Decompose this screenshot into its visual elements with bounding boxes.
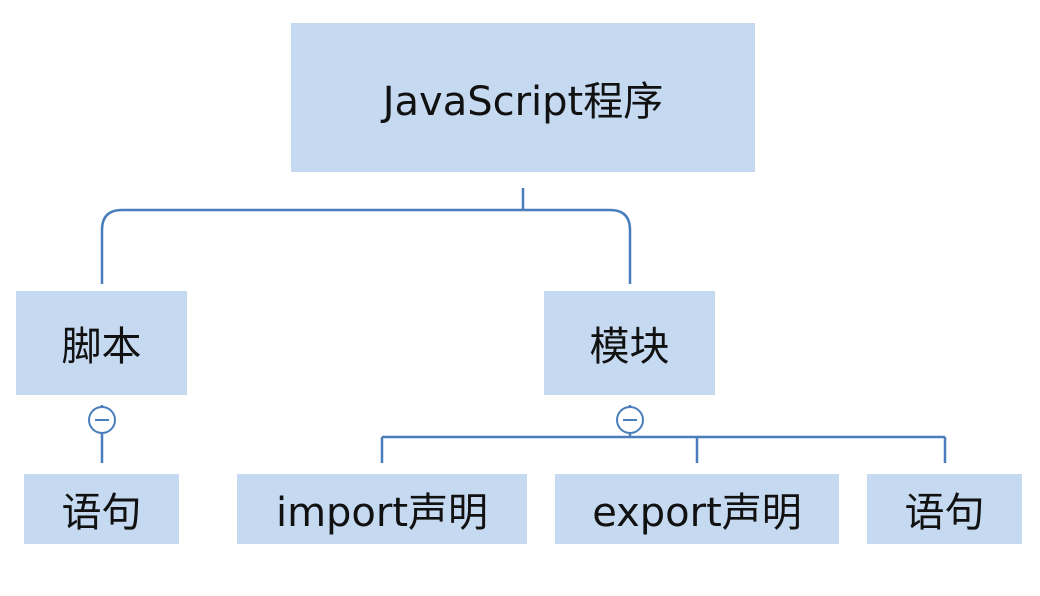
node-label: 模块 [589,324,670,370]
node-import-declaration: import声明 [237,474,527,544]
connector-root-to-children [100,188,632,284]
node-label: import声明 [275,490,489,536]
node-label: export声明 [592,490,802,536]
node-module-statement: 语句 [867,474,1022,544]
node-script-statement: 语句 [24,474,179,544]
node-module: 模块 [544,291,715,395]
node-label: JavaScript程序 [382,78,664,125]
node-label: 语句 [904,490,985,536]
node-script: 脚本 [16,291,187,395]
connector-module-to-children [380,405,947,463]
collapse-minus-icon[interactable] [616,406,644,434]
node-javascript-program: JavaScript程序 [291,23,755,172]
node-label: 脚本 [61,324,142,370]
node-label: 语句 [61,490,142,536]
collapse-minus-icon[interactable] [88,406,116,434]
node-export-declaration: export声明 [555,474,839,544]
